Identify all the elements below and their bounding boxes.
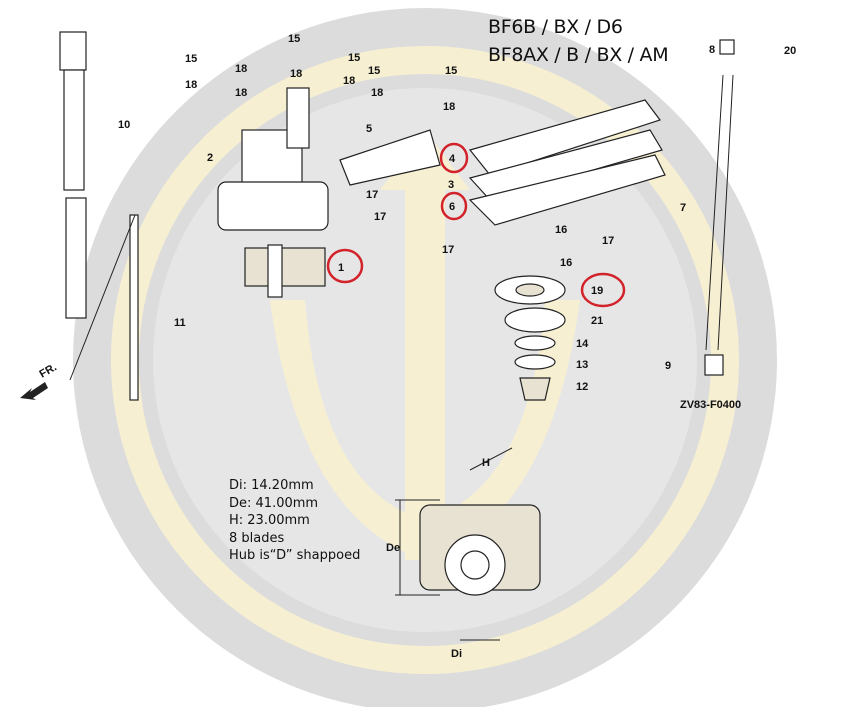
impeller-small: [244, 244, 326, 298]
direction-label: FR.: [38, 361, 59, 380]
gaskets: [468, 99, 666, 226]
callout-1: 1: [338, 262, 344, 274]
callout-19: 19: [591, 285, 603, 297]
drive-shaft-tube: [59, 31, 87, 319]
bearing-stack: [494, 275, 566, 401]
model-title-line2: BF8AX / B / BX / AM: [488, 44, 669, 66]
impeller-specs: Di: 14.20mm De: 41.00mm H: 23.00mm 8 bla…: [229, 477, 360, 565]
callout-6: 6: [449, 201, 455, 213]
callout-15: 15: [368, 65, 380, 77]
callout-18: 18: [290, 68, 302, 80]
callout-4: 4: [449, 153, 456, 165]
spec-h: H: 23.00mm: [229, 513, 310, 528]
front-arrow-icon: FR.: [20, 361, 59, 400]
dimension-h: H: [482, 457, 490, 469]
drive-shaft: [69, 214, 139, 401]
callouts: 15 15 15 15 15 18 18 18 18 18 18 18 10 2…: [118, 33, 796, 411]
model-title-line1: BF6B / BX / D6: [488, 16, 623, 38]
callout-21: 21: [591, 315, 603, 327]
callout-17: 17: [602, 235, 614, 247]
callout-18: 18: [343, 75, 355, 87]
highlight-circles: [326, 142, 626, 308]
callout-5: 5: [366, 123, 372, 135]
callout-18: 18: [371, 87, 383, 99]
callout-8: 8: [709, 44, 715, 56]
callout-15: 15: [348, 52, 360, 64]
callout-13: 13: [576, 359, 588, 371]
callout-15: 15: [185, 53, 197, 65]
callout-7: 7: [680, 202, 686, 214]
spec-de: De: 41.00mm: [229, 495, 319, 511]
dimension-de: De: [386, 542, 400, 554]
callout-18: 18: [443, 101, 455, 113]
impeller-dimension-drawing: H De Di: [386, 447, 541, 660]
callout-18: 18: [185, 79, 197, 91]
spec-blades: 8 blades: [229, 530, 285, 546]
callout-14: 14: [576, 338, 589, 350]
callout-10: 10: [118, 119, 130, 131]
callout-15: 15: [288, 33, 300, 45]
callout-20: 20: [784, 45, 796, 57]
callout-9: 9: [665, 360, 671, 372]
callout-2: 2: [207, 152, 213, 164]
pump-housing: [217, 87, 329, 231]
spec-hub: Hub is“D” shappoed: [229, 548, 361, 563]
callout-17: 17: [442, 244, 454, 256]
callout-17: 17: [374, 211, 386, 223]
callout-15: 15: [445, 65, 457, 77]
pump-cover: [339, 129, 441, 186]
callout-11: 11: [174, 317, 186, 329]
callout-16: 16: [560, 257, 572, 269]
callout-18: 18: [235, 63, 247, 75]
callout-3: 3: [448, 179, 454, 191]
callout-12: 12: [576, 381, 588, 393]
dimension-di: Di: [451, 648, 462, 660]
water-tube: [704, 39, 735, 376]
diagram-code: ZV83-F0400: [680, 399, 741, 411]
spec-di: Di: 14.20mm: [229, 478, 314, 493]
poseidon-marine-watermark: [73, 8, 777, 707]
callout-18: 18: [235, 87, 247, 99]
callout-16: 16: [555, 224, 567, 236]
callout-17: 17: [366, 189, 378, 201]
